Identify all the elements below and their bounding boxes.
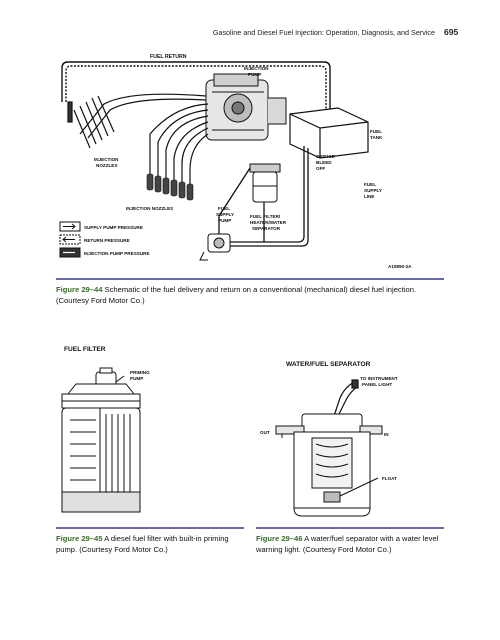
water-fuel-separator-title: WATER/FUEL SEPARATOR <box>286 361 371 368</box>
caption-number: Figure 29–46 <box>256 534 303 543</box>
caption-rule-fig-29-45 <box>56 527 244 529</box>
warning-wires <box>333 379 359 417</box>
figure-code: A10890-2A <box>388 264 412 269</box>
running-header-title: Gasoline and Diesel Fuel Injection: Oper… <box>212 28 435 37</box>
label-priming: PRIMING <box>130 370 150 375</box>
legend-supply-pressure: SUPPLY PUMP PRESSURE <box>59 221 143 232</box>
label-injection-nozzles-left-2: NOZZLES <box>96 163 117 168</box>
supply-line <box>218 146 309 247</box>
page-number: 695 <box>444 27 459 37</box>
injection-nozzles-left <box>67 95 115 149</box>
label-fuel-filter: FUEL FILTER/ <box>250 214 281 219</box>
label-fuel-supply-pump: FUEL <box>218 206 230 211</box>
fuel-supply-pump <box>199 233 231 261</box>
fuel-tank <box>289 107 369 159</box>
label-float: FLOAT <box>382 476 397 481</box>
label-orifice-2: BLEED <box>316 160 332 165</box>
injection-nozzles-lower <box>146 173 194 201</box>
injection-pump <box>205 73 287 141</box>
separator-head <box>275 413 383 438</box>
pressure-legend: SUPPLY PUMP PRESSURE RETURN PRESSURE INJ… <box>59 221 150 258</box>
label-fuel-supply-line: FUEL <box>364 182 376 187</box>
label-fuel-supply-line-2: SUPPLY <box>364 188 382 193</box>
fuel-filter-illustration: FUEL FILTER PRIMING PUMP <box>61 346 150 513</box>
label-to-instrument: TO INSTRUMENT <box>360 376 398 381</box>
label-in: IN <box>384 432 389 437</box>
legend-return-pressure: RETURN PRESSURE <box>59 234 130 245</box>
label-fuel-return: FUEL RETURN <box>150 54 187 60</box>
caption-number: Figure 29–45 <box>56 534 103 543</box>
label-fuel-supply-pump-2: SUPPLY <box>216 212 234 217</box>
label-injection-nozzles-bottom: INJECTION NOZZLES <box>126 206 173 211</box>
label-panel-light: PANEL LIGHT <box>362 382 392 387</box>
filter-head <box>61 383 141 409</box>
label-fuel-tank-2: TANK <box>370 135 383 140</box>
caption-text: A water/fuel separator with a water leve… <box>256 534 439 554</box>
caption-rule-fig-29-44 <box>56 278 444 280</box>
label-fuel-filter-2: HEATER/WATER <box>250 220 287 225</box>
label-orifice-3: OFF <box>316 166 325 171</box>
caption-fig-29-46: Figure 29–46 A water/fuel separator with… <box>256 534 444 555</box>
legend-label-supply: SUPPLY PUMP PRESSURE <box>84 225 143 230</box>
fuel-filter-heater-separator <box>249 163 281 203</box>
label-out: OUT <box>260 430 270 435</box>
legend-label-return: RETURN PRESSURE <box>84 238 130 243</box>
caption-fig-29-44: Figure 29–44 Schematic of the fuel deliv… <box>56 285 444 306</box>
caption-fig-29-45: Figure 29–45 A diesel fuel filter with b… <box>56 534 244 555</box>
label-priming-pump: PUMP <box>130 376 143 381</box>
label-orifice: ORIFICE <box>316 154 335 159</box>
water-fuel-separator-illustration: WATER/FUEL SEPARATOR TO INSTRUMENT PANEL… <box>260 361 398 517</box>
caption-number: Figure 29–44 <box>56 285 103 294</box>
label-fuel-supply-pump-3: PUMP <box>218 218 231 223</box>
injection-lines <box>79 93 209 186</box>
label-fuel-tank: FUEL <box>370 129 382 134</box>
label-injection-nozzles-left: INJECTION <box>94 157 119 162</box>
label-fuel-filter-3: SEPARATOR <box>252 226 281 231</box>
caption-text: A diesel fuel filter with built-in primi… <box>56 534 229 554</box>
return-line <box>61 61 331 112</box>
label-injection-pump: INJECTION <box>244 66 269 71</box>
fuel-system-schematic: FUEL RETURN INJECTION PUMP FUEL TANK INJ… <box>59 54 412 269</box>
caption-text: Schematic of the fuel delivery and retur… <box>56 285 417 305</box>
legend-label-injection: INJECTION PUMP PRESSURE <box>84 251 150 256</box>
caption-rule-fig-29-46 <box>256 527 444 529</box>
filter-body <box>61 407 141 513</box>
fuel-filter-title: FUEL FILTER <box>64 346 106 353</box>
legend-injection-pressure: INJECTION PUMP PRESSURE <box>59 247 150 258</box>
separator-bowl <box>293 431 379 517</box>
label-injection-pump-2: PUMP <box>248 72 261 77</box>
label-fuel-supply-line-3: LINE <box>364 194 374 199</box>
